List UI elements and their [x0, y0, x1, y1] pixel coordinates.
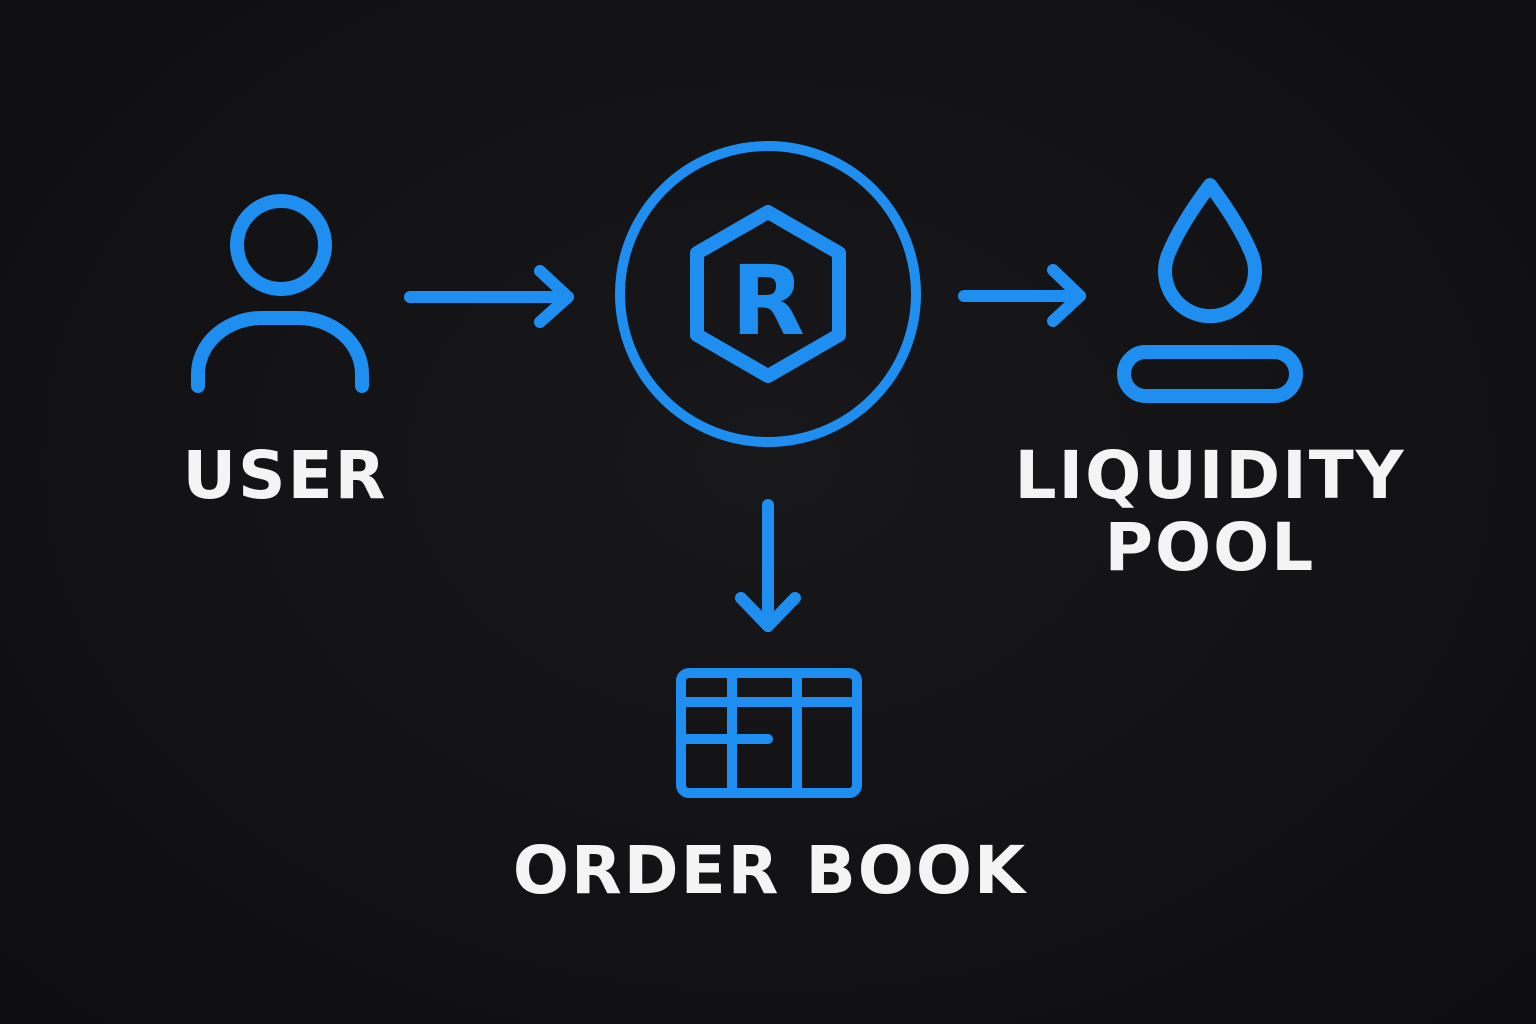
arrow-router-to-book-head: [735, 592, 801, 632]
liquidity-pool-label-line1: LIQUIDITY: [1014, 437, 1406, 514]
order-book-grid-icon: [676, 668, 862, 798]
liquidity-drop-icon: [1117, 178, 1303, 403]
router-glyph: R: [731, 245, 805, 357]
order-book-label: ORDER BOOK: [512, 832, 1028, 909]
order-book-frame: [676, 668, 862, 798]
liquidity-pool-label-line2: POOL: [1104, 509, 1316, 586]
router-hexagon: [690, 205, 846, 383]
arrow-router-to-pool-head: [1047, 264, 1086, 327]
user-icon-head: [230, 194, 332, 296]
user-label: USER: [182, 437, 388, 514]
arrow-user-to-router: [404, 265, 574, 328]
liquidity-drop: [1158, 178, 1262, 324]
router-outer-ring: [615, 141, 921, 447]
user-icon: [191, 194, 369, 393]
arrow-router-to-pool: [958, 264, 1086, 327]
router-logo-icon: R: [615, 141, 921, 447]
liquidity-pool-label: LIQUIDITY POOL: [1000, 440, 1420, 584]
arrow-user-to-router-head: [534, 265, 574, 328]
user-icon-body: [191, 311, 369, 393]
arrow-router-to-book: [735, 499, 801, 632]
liquidity-base-bar: [1117, 345, 1303, 403]
